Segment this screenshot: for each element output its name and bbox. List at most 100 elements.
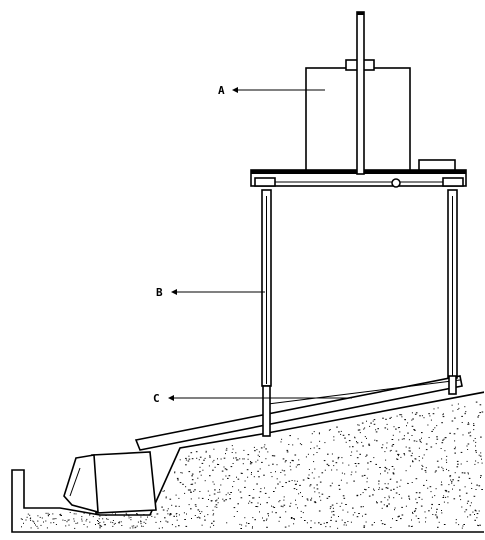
soil-speck <box>401 506 403 508</box>
soil-speck <box>330 519 332 521</box>
soil-speck <box>166 521 169 523</box>
soil-speck <box>190 452 193 454</box>
soil-speck <box>284 461 286 463</box>
soil-speck <box>366 481 368 483</box>
soil-speck <box>357 429 360 431</box>
soil-speck <box>188 504 190 506</box>
soil-speck <box>419 441 421 442</box>
soil-speck <box>271 511 273 513</box>
soil-speck <box>327 453 329 455</box>
soil-speck <box>258 451 260 453</box>
soil-speck <box>316 488 319 490</box>
soil-speck <box>233 481 235 482</box>
soil-speck <box>143 521 145 523</box>
soil-speck <box>356 495 359 497</box>
soil-speck <box>437 466 440 468</box>
soil-speck <box>199 471 201 473</box>
soil-speck <box>318 432 320 434</box>
soil-speck <box>393 426 395 428</box>
soil-speck <box>400 456 402 458</box>
soil-speck <box>434 427 436 429</box>
soil-speck <box>363 525 366 527</box>
soil-speck <box>233 457 235 459</box>
soil-speck <box>290 502 292 504</box>
soil-speck <box>475 451 477 453</box>
soil-speck <box>37 527 39 529</box>
soil-speck <box>468 432 470 434</box>
soil-speck <box>187 460 190 462</box>
soil-speck <box>176 477 179 479</box>
soil-speck <box>389 450 391 452</box>
soil-speck <box>199 491 201 492</box>
soil-speck <box>98 523 100 525</box>
soil-speck <box>171 504 173 506</box>
soil-speck <box>449 432 451 434</box>
soil-speck <box>396 486 398 488</box>
soil-speck <box>273 491 275 492</box>
soil-speck <box>364 513 367 515</box>
soil-speck <box>440 484 443 486</box>
soil-speck <box>448 484 450 486</box>
soil-speck <box>180 472 182 474</box>
soil-speck <box>267 451 269 453</box>
soil-speck <box>415 458 417 460</box>
soil-speck <box>262 517 263 519</box>
soil-speck <box>242 458 244 460</box>
soil-speck <box>333 465 335 467</box>
soil-speck <box>282 506 284 508</box>
soil-speck <box>458 524 460 526</box>
soil-speck <box>355 465 357 467</box>
soil-speck <box>461 415 463 417</box>
soil-speck <box>191 473 194 475</box>
soil-speck <box>214 506 216 508</box>
soil-speck <box>112 522 114 524</box>
soil-speck <box>368 495 371 497</box>
soil-speck <box>252 526 253 528</box>
soil-speck <box>260 503 261 505</box>
soil-speck <box>249 463 252 465</box>
soil-speck <box>389 417 391 419</box>
soil-speck <box>318 476 320 478</box>
soil-speck <box>350 474 352 476</box>
soil-speck <box>405 505 407 507</box>
soil-speck <box>176 515 178 517</box>
soil-speck <box>481 458 482 460</box>
soil-speck <box>75 522 77 524</box>
soil-speck <box>288 480 291 482</box>
support-legs <box>261 189 458 437</box>
soil-speck <box>254 519 256 521</box>
soil-speck <box>400 479 402 481</box>
soil-speck <box>213 483 215 485</box>
soil-speck <box>476 513 479 515</box>
soil-speck <box>125 512 127 514</box>
soil-speck <box>352 514 354 516</box>
soil-speck <box>419 439 421 441</box>
soil-speck <box>136 513 138 514</box>
soil-speck <box>390 478 392 480</box>
soil-speck <box>440 448 442 449</box>
soil-speck <box>453 498 456 500</box>
soil-speck <box>405 446 407 448</box>
soil-speck <box>331 482 333 484</box>
soil-speck <box>479 412 481 414</box>
soil-speck <box>261 461 263 463</box>
soil-speck <box>300 492 301 494</box>
soil-speck <box>362 515 363 517</box>
soil-speck <box>457 403 459 405</box>
soil-speck <box>399 485 401 487</box>
soil-speck <box>387 472 389 474</box>
soil-speck <box>263 520 265 522</box>
soil-speck <box>201 497 204 499</box>
soil-speck <box>336 502 338 504</box>
soil-speck <box>338 516 339 517</box>
soil-speck <box>278 520 280 522</box>
soil-speck <box>212 461 214 463</box>
soil-speck <box>209 456 211 458</box>
soil-speck <box>237 503 239 505</box>
soil-speck <box>145 519 147 521</box>
soil-speck <box>301 444 303 446</box>
soil-speck <box>252 497 254 499</box>
soil-speck <box>167 508 169 510</box>
soil-speck <box>194 515 196 516</box>
soil-speck <box>371 524 374 526</box>
